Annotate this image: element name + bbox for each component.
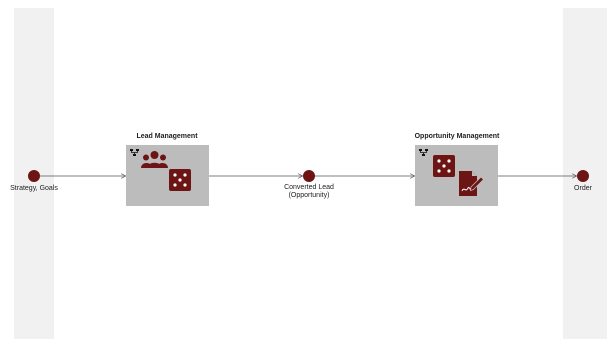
dice-icon <box>169 169 191 191</box>
start-event-label: Strategy, Goals <box>10 185 58 192</box>
subprocess-icon <box>130 149 139 156</box>
opportunity-management-title: Opportunity Management <box>414 133 500 140</box>
lead-management-process[interactable] <box>126 145 209 206</box>
converted-lead-event[interactable] <box>303 170 315 182</box>
order-label: Order <box>574 185 592 192</box>
lead-management-title: Lead Management <box>136 133 198 140</box>
dice-icon <box>433 155 455 177</box>
opportunity-management-process[interactable] <box>415 145 498 206</box>
people-icon <box>141 151 168 168</box>
order-end-event[interactable] <box>577 170 589 182</box>
document-edit-icon <box>459 171 484 196</box>
start-event[interactable] <box>28 170 40 182</box>
converted-lead-label: Converted Lead (Opportunity) <box>284 184 334 199</box>
subprocess-icon <box>419 149 428 156</box>
